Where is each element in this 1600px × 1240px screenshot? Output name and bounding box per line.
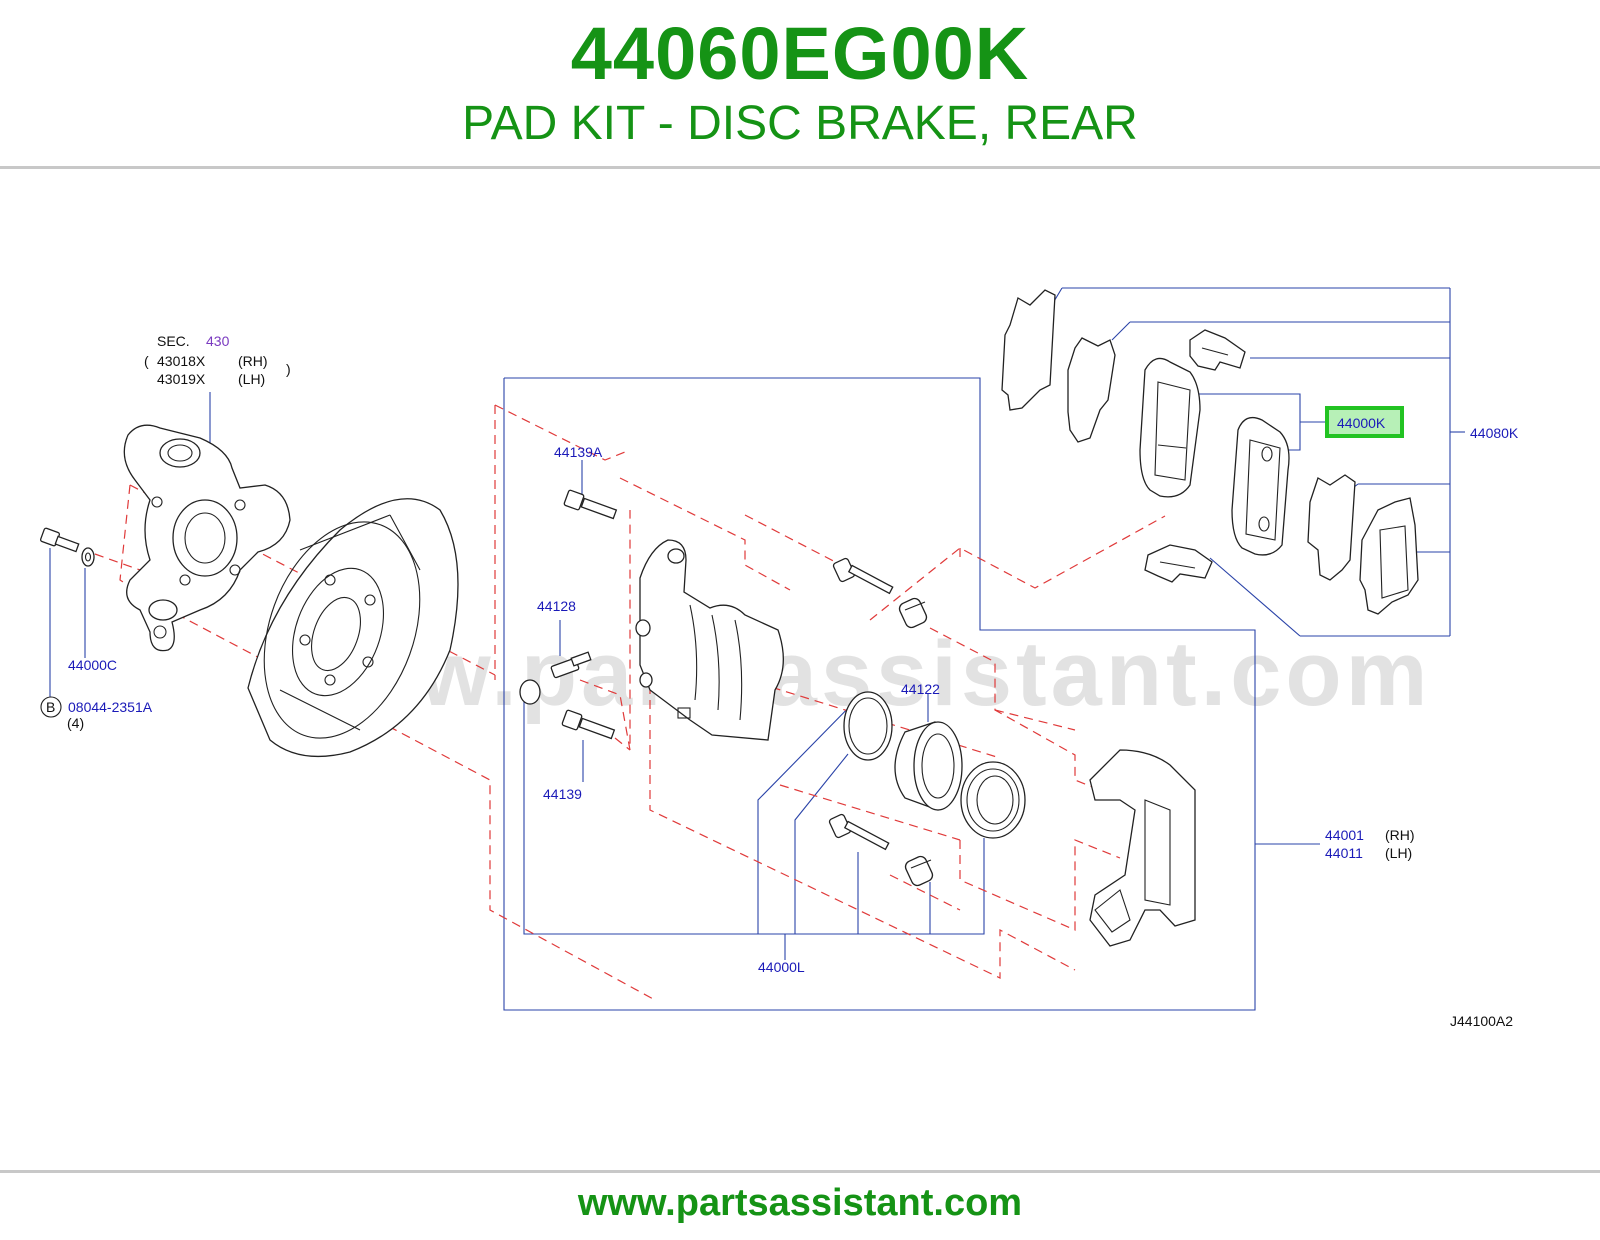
knuckle-lh-part: 43019X (157, 371, 206, 387)
bolt-08044 (40, 527, 80, 553)
bolt-callout-letter: B (46, 699, 55, 715)
brake-pad-inner (1231, 416, 1290, 556)
caliper-bracket (1089, 749, 1196, 947)
bleeder-44128 (519, 651, 592, 705)
washer-44000c (81, 547, 95, 567)
piston-boot (960, 761, 1026, 839)
part-link-44122[interactable]: 44122 (901, 681, 940, 697)
footer-divider (0, 1170, 1600, 1173)
svg-text:): ) (286, 361, 291, 377)
part-link-08044-2351a[interactable]: 08044-2351A (68, 699, 153, 715)
page-header: 44060EG00K PAD KIT - DISC BRAKE, REAR (0, 0, 1600, 168)
pin-boot-upper (898, 597, 928, 629)
labels: SEC. 430 ( ) 43018X (RH) 43019X (LH) 440… (40, 333, 1519, 1029)
diagram-canvas: www.partsassistant.com (40, 287, 1519, 1029)
highlight-box-44000k (1325, 406, 1404, 438)
part-number-title: 44060EG00K (570, 12, 1030, 95)
part-link-44080k[interactable]: 44080K (1470, 425, 1519, 441)
part-description: PAD KIT - DISC BRAKE, REAR (462, 97, 1138, 150)
knuckle-rh-side: (RH) (238, 353, 268, 369)
caliper-piston (894, 721, 963, 811)
piston-seal-44122 (843, 691, 893, 761)
slide-pin-upper (832, 557, 894, 595)
guide-bolt-44139 (561, 709, 616, 740)
part-link-44011[interactable]: 44011 (1325, 845, 1363, 861)
pin-boot-lower (904, 855, 934, 887)
caliper-lh-side: (LH) (1385, 845, 1412, 861)
diagram-code: J44100A2 (1450, 1013, 1513, 1029)
part-link-44000k[interactable]: 44000K (1337, 415, 1386, 431)
svg-text:(: ( (144, 353, 149, 369)
brake-pad-outer (1139, 357, 1201, 498)
caliper-rh-side: (RH) (1385, 827, 1415, 843)
part-link-44001[interactable]: 44001 (1325, 827, 1364, 843)
bolt-quantity: (4) (67, 715, 84, 731)
outer-shim-1 (1001, 289, 1056, 411)
footer-site-link[interactable]: www.partsassistant.com (577, 1182, 1023, 1224)
header-divider (0, 166, 1600, 169)
sec-number-link[interactable]: 430 (206, 333, 230, 349)
pad-clip-lower (1144, 544, 1213, 583)
guide-bolt-44139a (563, 489, 618, 520)
pad-clip-upper (1189, 329, 1246, 371)
parts-diagram: www.partsassistant.com (0, 270, 1600, 1070)
steering-knuckle (123, 424, 291, 652)
bolt-callout-circle (40, 696, 62, 718)
slide-pin-lower (828, 813, 890, 851)
dust-shield (247, 498, 459, 758)
inner-shim-2 (1359, 497, 1419, 615)
part-link-44139[interactable]: 44139 (543, 786, 582, 802)
inner-shim-1 (1307, 474, 1356, 581)
part-link-44139a[interactable]: 44139A (554, 444, 603, 460)
outer-shim-2 (1067, 337, 1116, 443)
sec-label: SEC. (157, 333, 190, 349)
knuckle-rh-part: 43018X (157, 353, 206, 369)
caliper-body (635, 539, 784, 741)
part-link-44000l[interactable]: 44000L (758, 959, 805, 975)
part-link-44000c[interactable]: 44000C (68, 657, 117, 673)
knuckle-lh-side: (LH) (238, 371, 265, 387)
leader-lines (49, 287, 1465, 1011)
part-link-44128[interactable]: 44128 (537, 598, 576, 614)
